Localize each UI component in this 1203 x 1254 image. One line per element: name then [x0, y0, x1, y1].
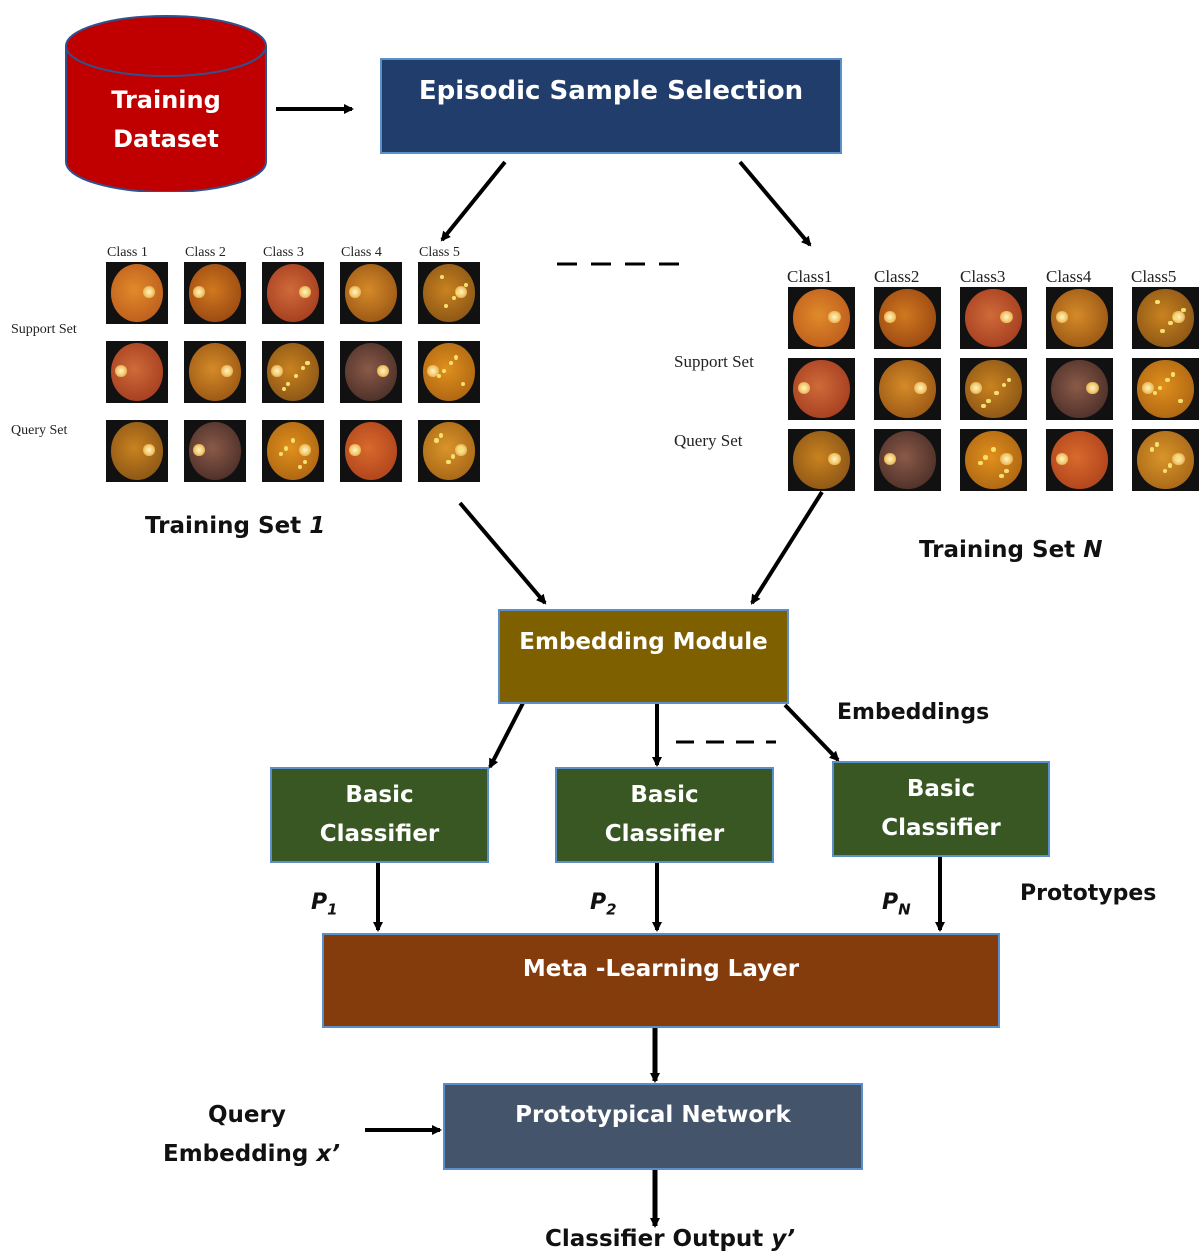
set1-fundus-image-r2-c3 — [262, 341, 324, 403]
setN-fundus-image-r1-c5 — [1132, 287, 1199, 349]
arrow-setN-to-embedding — [750, 490, 824, 605]
prototype-p2-sub: 2 — [606, 900, 617, 919]
set1-fundus-image-r3-c4 — [340, 420, 402, 482]
set1-caption: Training Set 1 — [145, 513, 325, 539]
set1-fundus-image-r1-c1 — [106, 262, 168, 324]
setN-fundus-image-r2-c1 — [788, 358, 855, 420]
embeddings-label: Embeddings — [837, 700, 990, 725]
embedding-module-box: Embedding Module — [498, 609, 789, 704]
set1-fundus-image-r2-c5 — [418, 341, 480, 403]
setN-class-5-label: Class5 — [1131, 267, 1177, 286]
setN-fundus-image-r3-c3 — [960, 429, 1027, 491]
set1-class-2-label: Class 2 — [185, 245, 226, 260]
prototype-p1-sub: 1 — [327, 900, 338, 919]
query-label-prefix: Embedding — [163, 1141, 317, 1167]
arrow-embedding-to-classifier-n — [783, 703, 840, 762]
meta-learning-layer-box: Meta -Learning Layer — [322, 933, 1000, 1028]
setN-fundus-image-r2-c5 — [1132, 358, 1199, 420]
set1-class-3-label: Class 3 — [263, 245, 304, 260]
setN-fundus-image-r1-c3 — [960, 287, 1027, 349]
setN-fundus-image-r2-c4 — [1046, 358, 1113, 420]
basic-classifier-n-line2: Classifier — [881, 815, 1001, 841]
classifier-output-prefix: Classifier Output — [545, 1226, 772, 1252]
setN-fundus-image-r1-c2 — [874, 287, 941, 349]
setN-class-4-label: Class4 — [1046, 267, 1092, 286]
set1-class-5-label: Class 5 — [419, 245, 460, 260]
setN-query-label: Query Set — [674, 431, 743, 450]
episodic-sample-selection-box: Episodic Sample Selection — [380, 58, 842, 154]
prototypical-network-box: Prototypical Network — [443, 1083, 863, 1170]
setN-caption-prefix: Training Set — [919, 537, 1084, 563]
setN-fundus-image-r2-c3 — [960, 358, 1027, 420]
setN-caption-index: N — [1083, 537, 1103, 563]
embedding-module-label: Embedding Module — [519, 629, 768, 655]
arrow-episodic-to-setN — [738, 160, 812, 247]
dataset-label-line1: Training — [111, 86, 221, 114]
set1-fundus-image-r2-c4 — [340, 341, 402, 403]
set1-fundus-image-r1-c3 — [262, 262, 324, 324]
prototypes-label: Prototypes — [1020, 881, 1157, 906]
basic-classifier-2-line2: Classifier — [604, 821, 725, 847]
dataset-label-line2: Dataset — [113, 125, 219, 153]
basic-classifier-2: Basic Classifier — [555, 767, 774, 863]
setN-fundus-image-r3-c2 — [874, 429, 941, 491]
basic-classifier-n-line1: Basic — [906, 776, 976, 802]
basic-classifier-1: Basic Classifier — [270, 767, 489, 863]
prototype-pn-base: P — [882, 890, 899, 915]
set1-fundus-image-r2-c2 — [184, 341, 246, 403]
set1-class-1-label: Class 1 — [107, 245, 148, 260]
set1-fundus-image-r3-c5 — [418, 420, 480, 482]
basic-classifier-2-line1: Basic — [630, 782, 699, 808]
query-label-line1: Query — [208, 1102, 286, 1128]
set1-fundus-image-r3-c1 — [106, 420, 168, 482]
set1-fundus-image-r3-c3 — [262, 420, 324, 482]
setN-fundus-image-r3-c5 — [1132, 429, 1199, 491]
setN-support-label: Support Set — [674, 352, 754, 371]
set1-class-4-label: Class 4 — [341, 245, 382, 260]
basic-classifier-1-line1: Basic — [345, 782, 414, 808]
basic-classifier-n: Basic Classifier — [832, 761, 1050, 857]
prototype-p2-label: P2 — [590, 890, 617, 918]
set1-fundus-image-r1-c2 — [184, 262, 246, 324]
setN-fundus-image-r3-c4 — [1046, 429, 1113, 491]
set1-caption-index: 1 — [309, 513, 326, 539]
arrow-embedding-to-classifier-1 — [488, 702, 525, 769]
setN-fundus-image-r1-c4 — [1046, 287, 1113, 349]
prototype-pn-label: PN — [882, 890, 911, 918]
setN-class-2-label: Class2 — [874, 267, 920, 286]
setN-caption: Training Set N — [919, 537, 1102, 563]
setN-class-3-label: Class3 — [960, 267, 1006, 286]
set1-caption-prefix: Training Set — [145, 513, 310, 539]
query-label-var: x’ — [316, 1141, 340, 1167]
training-dataset-cylinder — [65, 15, 267, 192]
set1-support-label: Support Set — [11, 322, 77, 337]
setN-fundus-image-r2-c2 — [874, 358, 941, 420]
set1-fundus-image-r2-c1 — [106, 341, 168, 403]
prototype-p1-label: P1 — [311, 890, 338, 918]
setN-class-1-label: Class1 — [787, 267, 833, 286]
classifier-output-label: Classifier Output y’ — [545, 1226, 795, 1252]
episodic-sample-selection-label: Episodic Sample Selection — [418, 76, 804, 106]
set1-fundus-image-r1-c5 — [418, 262, 480, 324]
basic-classifier-1-line2: Classifier — [319, 821, 440, 847]
prototype-pn-sub: N — [898, 900, 911, 919]
set1-fundus-image-r3-c2 — [184, 420, 246, 482]
arrow-episodic-to-set1 — [440, 160, 507, 242]
setN-fundus-image-r3-c1 — [788, 429, 855, 491]
classifier-output-var: y’ — [771, 1226, 796, 1252]
set1-fundus-image-r1-c4 — [340, 262, 402, 324]
set1-query-label: Query Set — [11, 423, 68, 438]
meta-learning-layer-label: Meta -Learning Layer — [522, 956, 800, 982]
setN-fundus-image-r1-c1 — [788, 287, 855, 349]
query-label-line2: Embedding x’ — [163, 1141, 340, 1167]
arrow-set1-to-embedding — [458, 501, 547, 605]
prototype-p2-base: P — [590, 890, 607, 915]
prototypical-network-label: Prototypical Network — [515, 1102, 791, 1128]
prototype-p1-base: P — [311, 890, 328, 915]
